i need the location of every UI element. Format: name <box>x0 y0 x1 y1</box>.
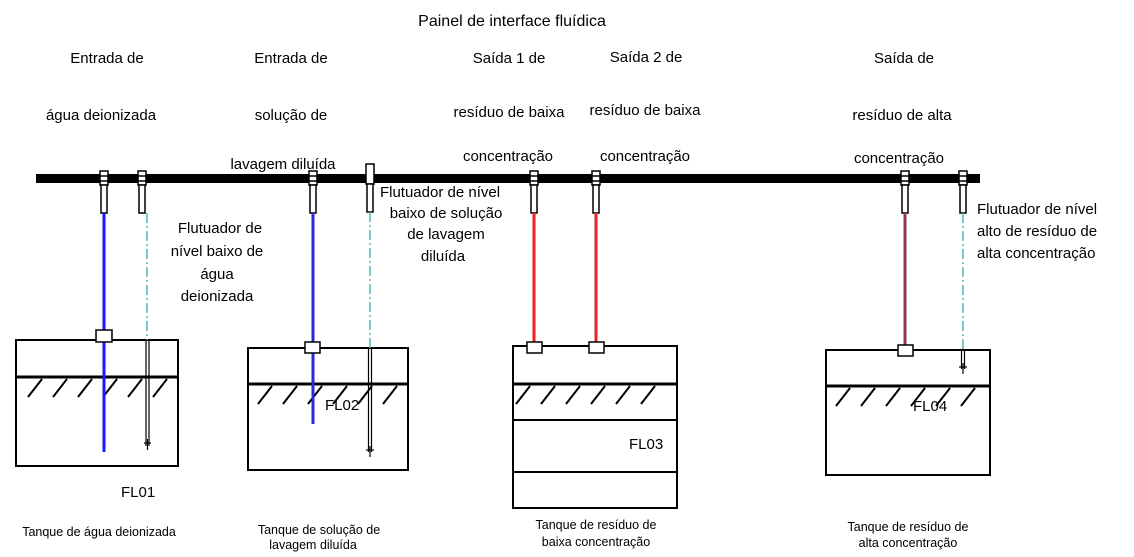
water-inlet-fitting <box>95 329 113 343</box>
liquid-hatching <box>515 385 656 405</box>
port-high-waste-line2: resíduo de alta <box>852 107 952 124</box>
tank-fl02 <box>247 347 409 471</box>
float-wash-label-line2: baixo de solução <box>389 205 503 222</box>
float-water-label-line3: água <box>200 266 234 283</box>
float-wash-label-line1: Flutuador de nível <box>379 184 501 201</box>
tank-fl04 <box>825 349 991 476</box>
port-water-line1: Entrada de <box>70 50 144 67</box>
port-low-waste-2-line2: resíduo de baixa <box>589 102 701 119</box>
tank-fl01-caption: Tanque de água deionizada <box>22 525 176 539</box>
liquid-hatching <box>27 378 168 398</box>
high-waste-connector <box>899 170 911 214</box>
port-low-waste-2-line3: concentração <box>599 148 691 165</box>
low-waste-1-fitting <box>526 341 543 354</box>
wash-inlet-fitting <box>304 341 321 354</box>
tank-fl01-id: FL01 <box>121 484 156 501</box>
high-waste-float-rod <box>959 350 967 374</box>
port-low-waste-1-line1: Saída 1 de <box>472 50 546 67</box>
port-low-waste-1-line3: concentração <box>462 148 554 165</box>
water-float-connector <box>136 170 148 214</box>
tank-fl02-caption-line1: Tanque de solução de <box>257 523 381 537</box>
water-inlet-connector <box>98 170 110 214</box>
tank-fl04-caption-line2: alta concentração <box>858 536 958 550</box>
float-water-label-line4: deionizada <box>180 288 254 305</box>
low-waste-2-connector <box>590 170 602 214</box>
float-high-waste-label-line2: alto de resíduo de <box>977 223 1098 240</box>
tank-fl03-caption-line2: baixa concentração <box>541 535 651 549</box>
tank-fl04-id: FL04 <box>913 398 948 415</box>
liquid-hatching <box>257 385 398 405</box>
low-waste-2-fitting <box>588 341 605 354</box>
high-waste-float-connector <box>957 170 969 214</box>
port-water-line2: água deionizada <box>45 107 157 124</box>
high-waste-fitting <box>897 344 914 357</box>
tank-fl01 <box>15 339 179 467</box>
float-wash-label-line4: diluída <box>420 248 466 265</box>
port-high-waste-line3: concentração <box>853 150 945 167</box>
liquid-hatching <box>835 387 976 407</box>
water-float-rod <box>144 340 151 450</box>
tank-fl02-caption-line2: lavagem diluída <box>269 538 357 552</box>
float-wash-label-line3: de lavagem <box>407 226 485 243</box>
low-waste-1-connector <box>528 170 540 214</box>
tank-fl04-caption-line1: Tanque de resíduo de <box>847 520 969 534</box>
tank-fl03-id: FL03 <box>629 436 664 453</box>
port-wash-line2: solução de <box>254 107 328 124</box>
fluidic-panel-bar <box>36 174 980 183</box>
tank-fl03 <box>512 345 678 509</box>
wash-inlet-connector <box>307 170 319 214</box>
tank-fl03-caption-line1: Tanque de resíduo de <box>535 518 657 532</box>
port-wash-line3: lavagem diluída <box>230 156 336 173</box>
port-wash-line1: Entrada de <box>254 50 328 67</box>
float-high-waste-label-line3: alta concentração <box>977 245 1096 262</box>
float-water-label-line2: nível baixo de <box>170 243 264 260</box>
wash-float-rod <box>366 348 374 457</box>
float-water-label-line1: Flutuador de <box>177 220 263 237</box>
port-low-waste-1-line2: resíduo de baixa <box>453 104 565 121</box>
tank-fl02-id: FL02 <box>325 397 360 414</box>
float-high-waste-label-line1: Flutuador de nível <box>977 201 1098 218</box>
port-high-waste-line1: Saída de <box>873 50 935 67</box>
port-low-waste-2-line1: Saída 2 de <box>609 49 683 66</box>
wash-float-connector <box>365 163 375 213</box>
panel-title: Painel de interface fluídica <box>418 13 606 30</box>
